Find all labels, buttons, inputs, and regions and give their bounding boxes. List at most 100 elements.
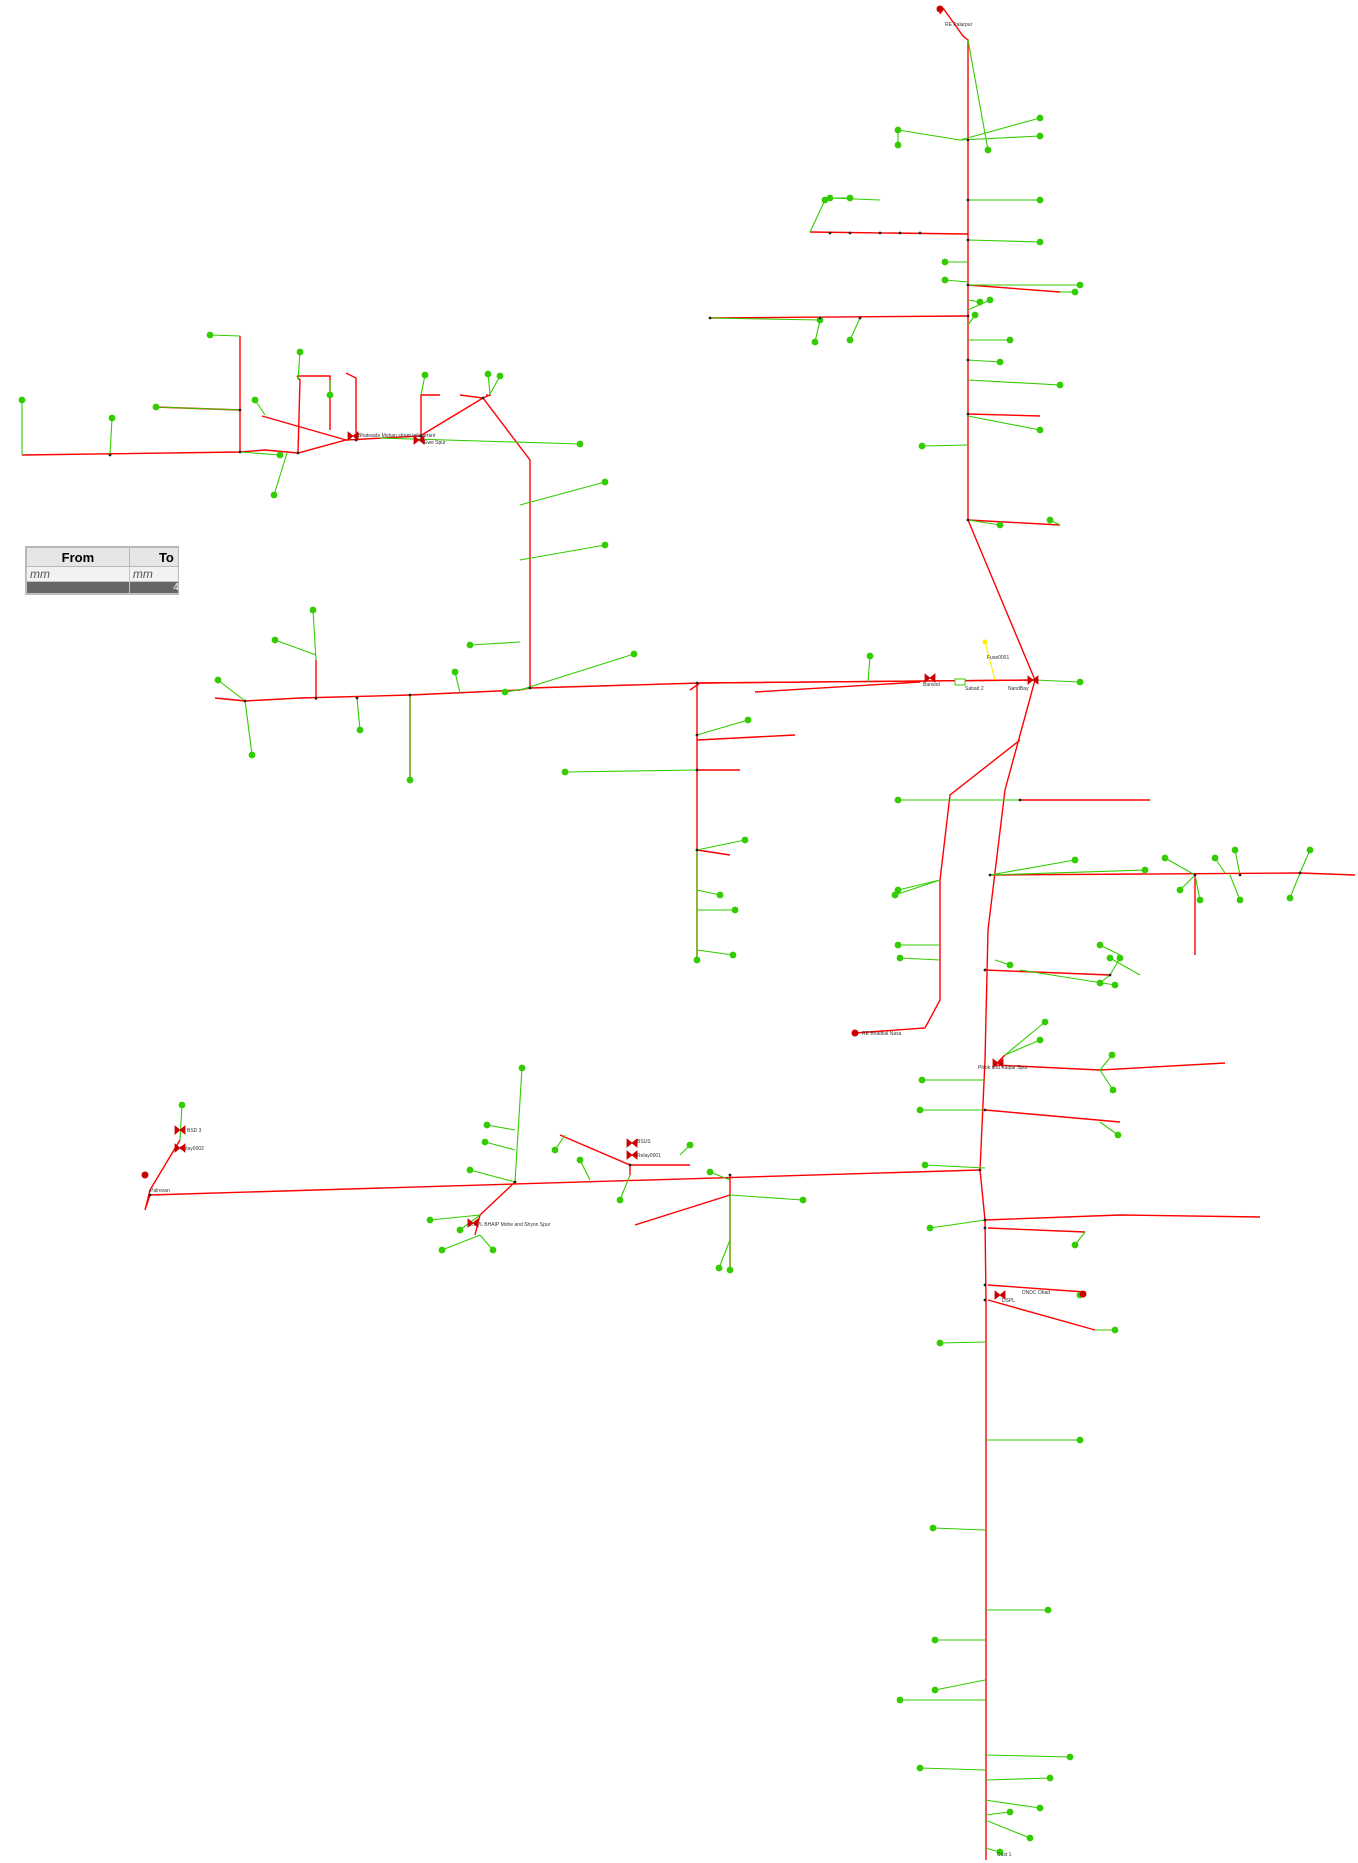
fuse-line xyxy=(985,642,995,680)
customer-node-137 xyxy=(407,777,414,784)
relay-label-5: Palrovan xyxy=(150,1188,170,1194)
service-line-270 xyxy=(719,1240,730,1268)
service-line-108 xyxy=(520,545,605,560)
customer-node-193 xyxy=(1007,962,1014,969)
spur-label-obad: DNDC Obad xyxy=(1022,1290,1050,1296)
customer-node-79 xyxy=(987,297,994,304)
customer-node-229 xyxy=(1072,1242,1079,1249)
relay-label-4: BSUS xyxy=(637,1139,651,1145)
customer-node-83 xyxy=(1007,337,1014,344)
service-line-258 xyxy=(935,1680,985,1690)
customer-node-161 xyxy=(252,397,259,404)
service-line-86 xyxy=(968,380,1060,385)
customer-node-219 xyxy=(919,1077,926,1084)
customer-node-289 xyxy=(490,1247,497,1254)
customer-node-145 xyxy=(310,607,317,614)
junction-dot-311 xyxy=(899,232,902,235)
service-line-88 xyxy=(968,416,1040,430)
customer-node-211 xyxy=(1037,1037,1044,1044)
cable-line-39 xyxy=(150,1170,980,1195)
switch-icon-dspl-shape xyxy=(995,1291,1005,1299)
cable-line-4 xyxy=(968,285,1060,292)
junction-dot-344 xyxy=(514,1181,517,1184)
customer-node-251 xyxy=(1007,1809,1014,1816)
customer-node-101 xyxy=(847,337,854,344)
customer-node-259 xyxy=(932,1687,939,1694)
customer-node-119 xyxy=(745,717,752,724)
switch-icon-main xyxy=(1028,676,1038,684)
service-line-280 xyxy=(487,1125,515,1130)
service-line-216 xyxy=(1100,1070,1113,1090)
customer-node-93 xyxy=(997,522,1004,529)
service-line-184 xyxy=(1300,850,1310,873)
service-line-126 xyxy=(697,890,720,895)
legend-scale-left xyxy=(27,582,130,594)
junction-dot-349 xyxy=(149,1194,152,1197)
customer-node-267 xyxy=(707,1169,714,1176)
junction-dot-301 xyxy=(967,199,970,202)
switch-icon-water-shape xyxy=(348,432,358,440)
service-line-256 xyxy=(920,1768,985,1770)
cable-line-12 xyxy=(215,690,520,701)
customer-node-109 xyxy=(602,542,609,549)
switch-label-second: Bansod xyxy=(923,682,940,688)
customer-node-281 xyxy=(484,1122,491,1129)
junction-dot-348 xyxy=(984,1299,987,1302)
customer-node-73 xyxy=(1077,282,1084,289)
cable-line-22 xyxy=(421,395,440,438)
customer-node-253 xyxy=(1027,1835,1034,1842)
junction-dot-335 xyxy=(1299,872,1302,875)
service-line-278 xyxy=(485,1142,515,1150)
spur-label-bhairp: DSPL BHAIP Mohe and Shyon Spur xyxy=(470,1222,551,1228)
customer-node-297 xyxy=(687,1142,694,1149)
junction-dot-332 xyxy=(989,874,992,877)
customer-node-203 xyxy=(897,955,904,962)
service-line-250 xyxy=(985,1812,1010,1815)
customer-node-67 xyxy=(847,195,854,202)
customer-node-157 xyxy=(19,397,26,404)
customer-node-149 xyxy=(207,332,214,339)
switch-icon-main-shape xyxy=(1028,676,1038,684)
customer-node-121 xyxy=(562,769,569,776)
junction-dot-312 xyxy=(919,232,922,235)
service-line-106 xyxy=(520,482,605,505)
junction-dot-300 xyxy=(967,139,970,142)
customer-node-91 xyxy=(919,443,926,450)
customer-node-171 xyxy=(497,373,504,380)
customer-node-69 xyxy=(942,259,949,266)
customer-node-269 xyxy=(800,1197,807,1204)
customer-node-205 xyxy=(1112,982,1119,989)
customer-node-213 xyxy=(1042,1019,1049,1026)
customer-node-185 xyxy=(1307,847,1314,854)
customer-node-141 xyxy=(215,677,222,684)
customer-node-95 xyxy=(1047,517,1054,524)
cable-line-0 xyxy=(943,8,1035,1860)
junction-dot-343 xyxy=(629,1164,632,1167)
customer-node-175 xyxy=(1142,867,1149,874)
cable-line-21 xyxy=(346,373,356,433)
junction-dot-330 xyxy=(297,452,300,455)
cable-line-3 xyxy=(810,232,968,234)
service-line-152 xyxy=(240,452,280,455)
service-line-130 xyxy=(697,950,733,955)
junction-dot-337 xyxy=(1019,799,1022,802)
cable-line-2 xyxy=(710,316,968,318)
service-line-198 xyxy=(898,880,940,890)
junction-dot-341 xyxy=(979,1169,982,1172)
customer-node-77 xyxy=(977,299,984,306)
service-line-112 xyxy=(520,654,634,690)
customer-node-57 xyxy=(1037,115,1044,122)
cable-line-19 xyxy=(22,398,483,455)
service-line-276 xyxy=(515,1068,522,1182)
service-line-110 xyxy=(470,642,520,645)
cable-line-45 xyxy=(635,1195,730,1225)
customer-node-293 xyxy=(577,1157,584,1164)
junction-dot-315 xyxy=(859,317,862,320)
switch-icon-relay1 xyxy=(627,1151,637,1159)
service-line-294 xyxy=(620,1175,630,1200)
junction-dot-323 xyxy=(315,697,318,700)
customer-node-191 xyxy=(1107,955,1114,962)
cable-line-33 xyxy=(1300,873,1355,875)
customer-node-127 xyxy=(717,892,724,899)
